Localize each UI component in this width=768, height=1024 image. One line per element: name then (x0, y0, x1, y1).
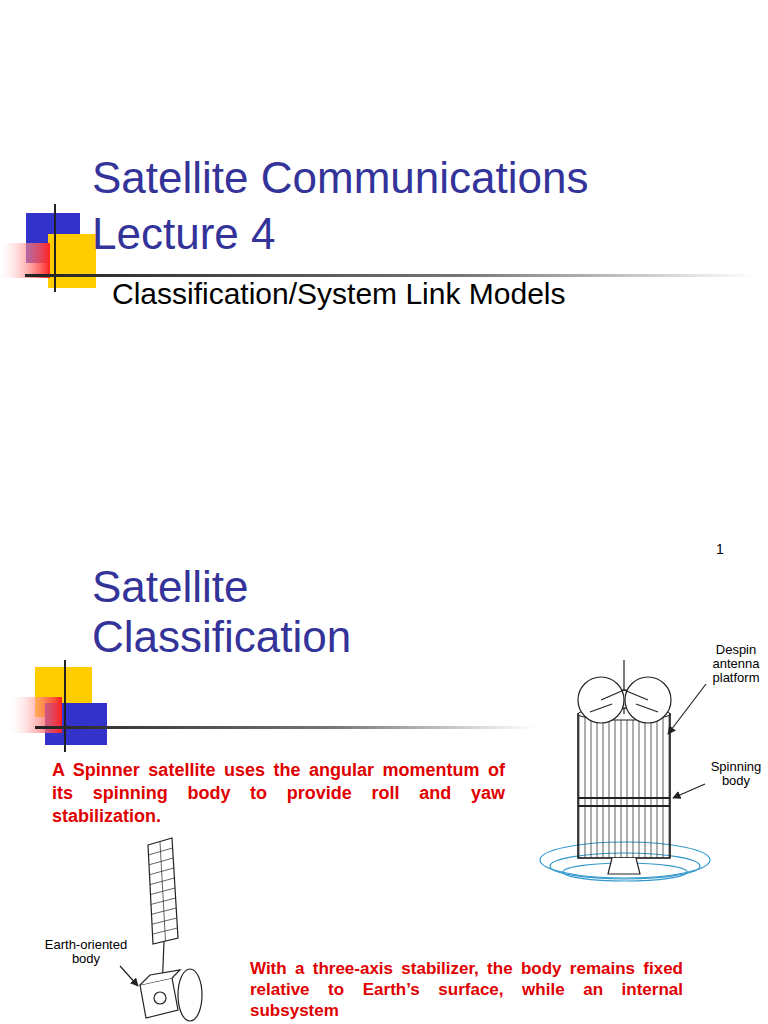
body-text: A Spinner satellite uses the angular mom… (52, 759, 505, 828)
body-text: With a three-axis stabilizer, the body r… (250, 958, 683, 1021)
part-label: Earth-oriented body (36, 938, 136, 966)
slide-title: Satellite Communications Lecture 4 (92, 150, 712, 262)
part-label: Spinning body (706, 760, 766, 788)
spinner-satellite (540, 660, 710, 881)
part-label: Despin antenna platform (706, 643, 766, 685)
slide-title: Satellite Classification (92, 562, 492, 662)
title-decoration (10, 660, 535, 752)
slide-number: 1 (716, 541, 736, 557)
three-axis-satellite (120, 838, 202, 1021)
slide-subtitle: Classification/System Link Models (112, 276, 752, 312)
